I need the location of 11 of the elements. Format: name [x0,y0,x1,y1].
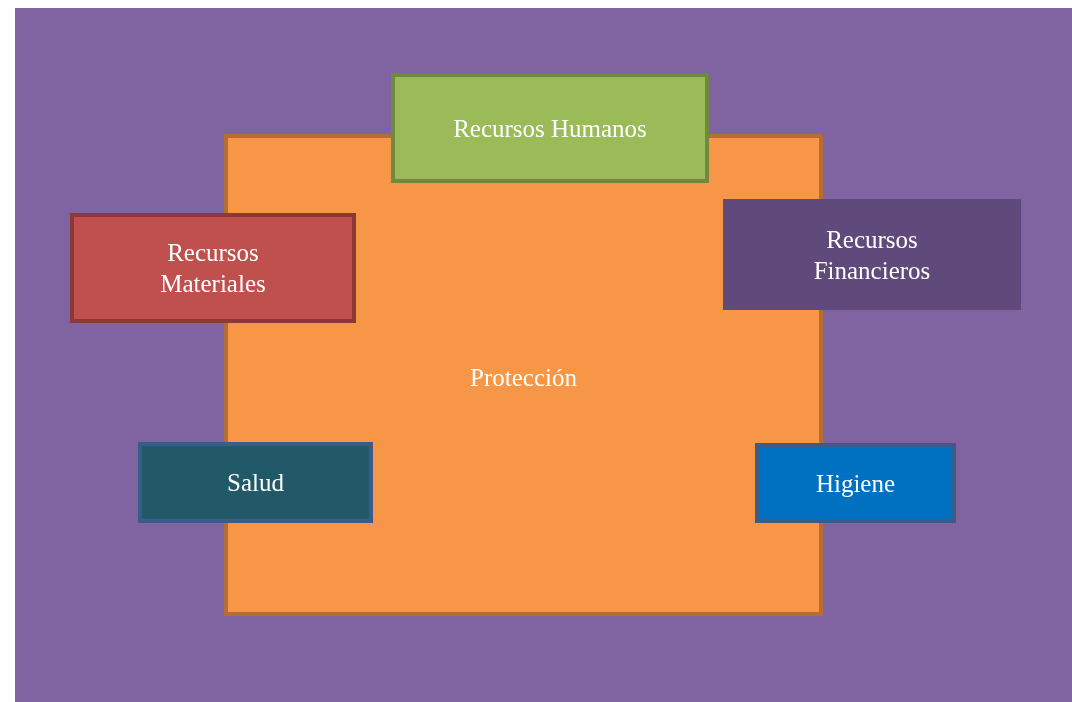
box-label: Salud [227,468,284,498]
health-box [138,442,373,523]
hygiene-box [755,443,956,523]
human-resources-box [391,73,709,183]
box-label: Protección [470,363,577,393]
financial-resources-box [723,199,1021,310]
box-label: Higiene [815,468,896,499]
material-resources-box [70,213,356,323]
box-label: Recursos Financieros [812,224,932,286]
box-label: Recursos Materiales [159,238,267,299]
box-label: Recursos Humanos [453,113,647,144]
